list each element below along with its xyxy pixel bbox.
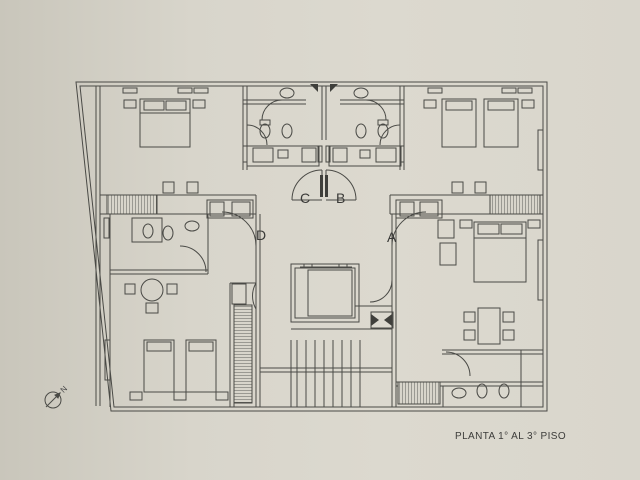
rect-table [463,307,515,345]
plan-caption: PLANTA 1° AL 3° PISO [455,431,567,442]
unit-label-a: A [387,229,397,245]
beds-bottom-left [129,339,229,401]
corridor-walls [255,170,397,407]
windows [103,87,544,381]
north-compass-icon [44,391,62,409]
unit-label-b: B [336,190,346,206]
bed-top-right [423,98,535,148]
chairs-top [162,181,487,194]
elevator-core [290,263,392,330]
bathroom-fixtures [131,87,510,399]
unit-label-c: C [300,190,311,206]
hatched-closets [106,194,541,405]
meter-panels [242,145,405,329]
door-markers [310,84,392,326]
staircase [260,340,392,407]
unit-label-d: D [256,227,267,243]
bed-right [459,219,541,283]
kitchen-counters [206,145,443,219]
bed-top-left [123,98,206,148]
door-swings [179,99,471,377]
armchairs [231,219,457,305]
round-table [124,278,178,314]
